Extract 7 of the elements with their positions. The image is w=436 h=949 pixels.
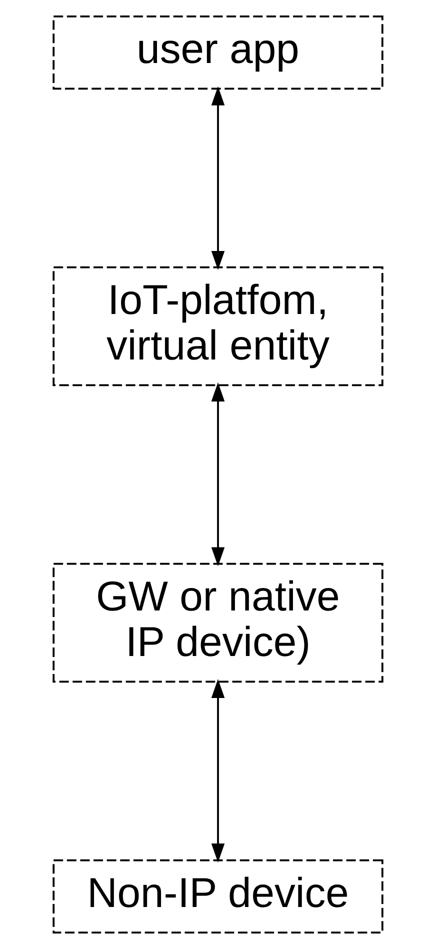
arrow <box>211 382 225 566</box>
arrow <box>211 679 225 862</box>
node-box: GW or native IP device) <box>52 562 384 683</box>
arrow <box>211 86 225 270</box>
node-box: IoT-platfom, virtual entity <box>52 266 384 386</box>
node-box: user app <box>52 16 384 90</box>
node-box: Non-IP device <box>52 859 384 934</box>
